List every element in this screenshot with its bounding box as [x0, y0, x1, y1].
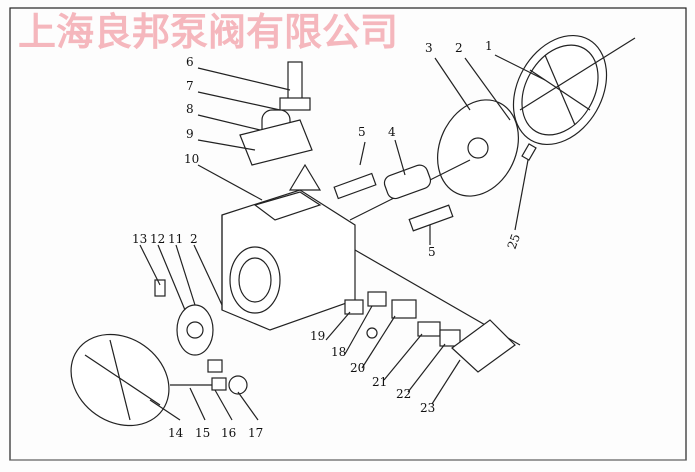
label-part-12: 12 — [150, 232, 165, 246]
left-side-parts — [70, 279, 248, 427]
label-part-5-top: 5 — [358, 125, 366, 139]
label-part-8: 8 — [186, 102, 194, 116]
label-part-1: 1 — [485, 39, 493, 53]
label-part-18: 18 — [331, 345, 346, 359]
label-part-3: 3 — [425, 41, 433, 55]
label-part-4: 4 — [388, 125, 396, 139]
label-part-20: 20 — [350, 361, 365, 375]
gasket-plates — [344, 291, 516, 373]
label-part-11: 11 — [168, 232, 183, 246]
label-part-2: 2 — [455, 41, 463, 55]
label-part-21: 21 — [372, 375, 387, 389]
shaft-rotor — [333, 159, 471, 232]
label-part-23: 23 — [420, 401, 435, 415]
label-part-5-bottom: 5 — [428, 245, 436, 259]
pin — [521, 143, 537, 161]
label-part-14: 14 — [168, 426, 184, 440]
company-watermark: 上海良邦泵阀有限公司 — [18, 10, 399, 54]
label-part-25: 25 — [505, 232, 523, 251]
label-part-6: 6 — [186, 55, 194, 69]
label-part-13: 13 — [132, 232, 147, 246]
label-part-16: 16 — [221, 426, 236, 440]
label-part-7: 7 — [186, 79, 194, 93]
top-cover-assembly — [239, 61, 322, 191]
label-part-22: 22 — [396, 387, 411, 401]
label-part-10: 10 — [184, 152, 199, 166]
label-part-2-left: 2 — [190, 232, 198, 246]
pump-body — [221, 189, 521, 346]
label-part-17: 17 — [248, 426, 263, 440]
leader-lines — [139, 54, 546, 421]
label-part-19: 19 — [310, 329, 325, 343]
end-plate — [436, 99, 520, 197]
label-part-9: 9 — [186, 127, 194, 141]
label-part-15: 15 — [195, 426, 210, 440]
